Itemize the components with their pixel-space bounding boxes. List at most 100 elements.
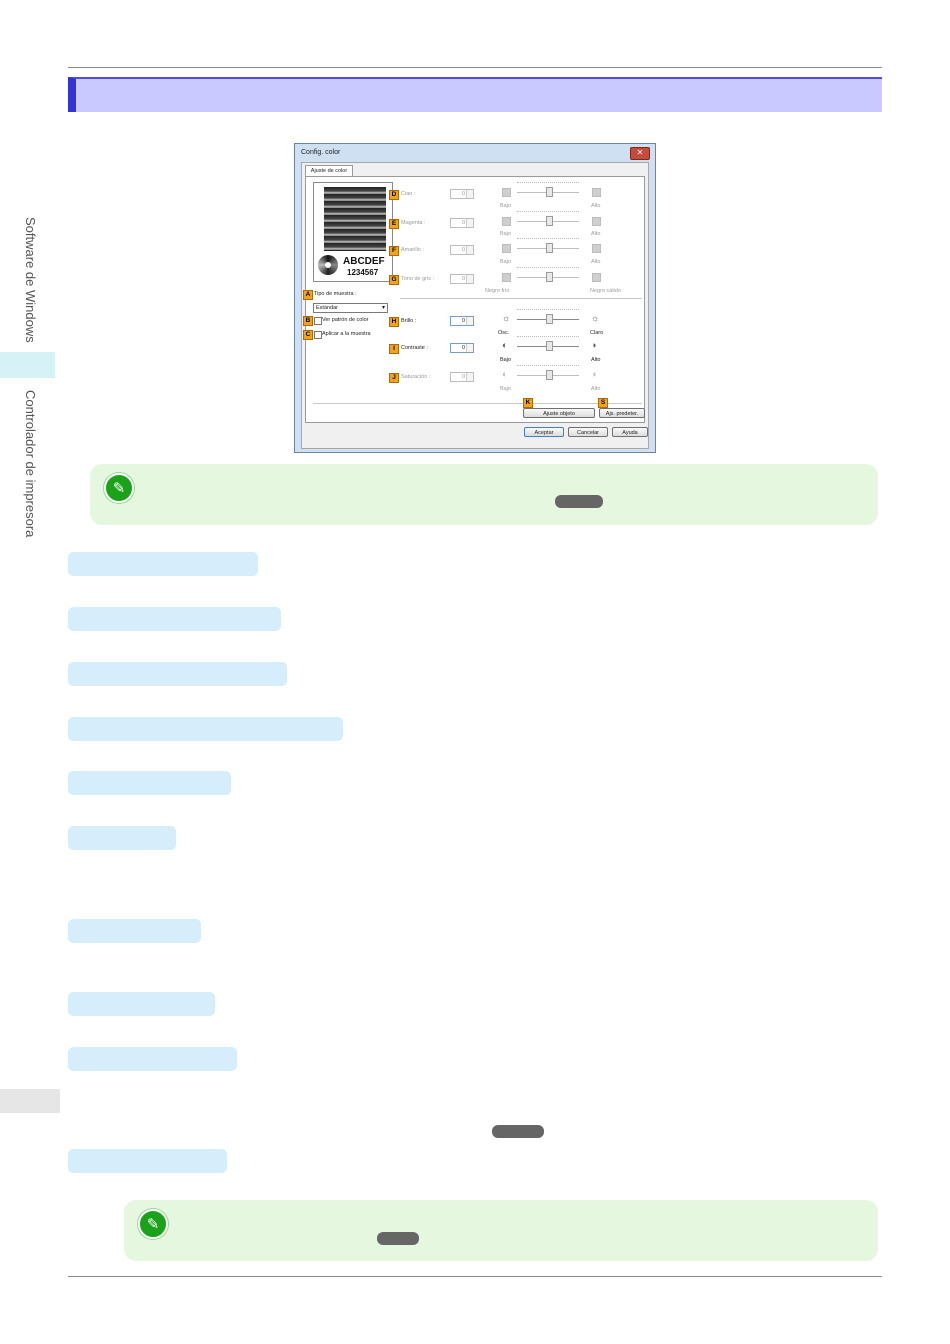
cyan-high-label: Alto: [591, 203, 601, 209]
gray-low-swatch: [502, 273, 511, 282]
yellow-low-label: Bajo: [500, 259, 512, 265]
contrast-high-label: Alto: [591, 357, 601, 363]
saturation-slider-thumb[interactable]: [546, 370, 553, 380]
saturation-spinner[interactable]: 0: [450, 372, 474, 382]
magenta-high-swatch: [592, 217, 601, 226]
bottom-divider: [313, 403, 642, 404]
item-heading-bar: [68, 1149, 227, 1173]
magenta-ticks: [517, 211, 579, 213]
side-page-tab: [0, 1089, 60, 1113]
contrast-slider-thumb[interactable]: [546, 341, 553, 351]
defaults-button[interactable]: Ajs. predeter.: [599, 408, 645, 418]
yellow-slider-thumb[interactable]: [546, 243, 553, 253]
tab-color-adjust[interactable]: Ajuste de color: [305, 165, 353, 177]
badge-s: S: [598, 398, 608, 408]
pencil-note-icon: ✎: [104, 473, 134, 503]
help-button[interactable]: Ayuda: [612, 427, 648, 437]
brightness-ticks: [517, 309, 579, 311]
magenta-high-label: Alto: [591, 231, 601, 237]
cyan-low-label: Bajo: [500, 203, 512, 209]
gray-tone-label: Tono de gris :: [401, 276, 435, 282]
badge-c: C: [303, 330, 313, 340]
contrast-label: Contraste :: [401, 345, 428, 351]
reference-badge[interactable]: [555, 495, 603, 508]
dialog-title: Config. color: [301, 149, 341, 156]
contrast-spinner[interactable]: 0: [450, 343, 474, 353]
item-heading-bar: [68, 992, 215, 1016]
show-pattern-label: Ver patrón de color: [322, 317, 369, 323]
note-box: ✎: [124, 1200, 878, 1261]
saturation-ticks: [517, 365, 579, 367]
magenta-spinner[interactable]: 0: [450, 218, 474, 228]
apply-sample-label: Aplicar a la muestra: [322, 331, 371, 337]
side-tab-marker: [0, 352, 55, 378]
warm-black-label: Negro cálido: [590, 288, 621, 294]
bottom-rule: [68, 1276, 882, 1277]
yellow-spinner[interactable]: 0: [450, 245, 474, 255]
item-heading-bar: [68, 552, 258, 576]
gray-tone-spinner[interactable]: 0: [450, 274, 474, 284]
badge-i: I: [389, 344, 399, 354]
color-adjust-panel: ABCDEF 1234567 A Tipo de muestra : Están…: [303, 176, 645, 423]
side-section-driver: Controlador de impresora: [23, 390, 38, 538]
brightness-spinner[interactable]: 0: [450, 316, 474, 326]
color-preview: ABCDEF 1234567: [313, 182, 393, 282]
dark-label: Osc.: [498, 330, 510, 336]
pencil-note-icon: ✎: [138, 1209, 168, 1239]
item-heading-bar: [68, 919, 201, 943]
show-pattern-checkbox[interactable]: [314, 317, 322, 325]
pencils-image: [324, 187, 386, 251]
dialog-body: Ajuste de color ABCDEF 1234567 A Tipo de…: [301, 162, 649, 449]
sample-type-label: Tipo de muestra :: [314, 291, 357, 297]
magenta-slider-thumb[interactable]: [546, 216, 553, 226]
brightness-slider-thumb[interactable]: [546, 314, 553, 324]
brightness-label: Brillo :: [401, 318, 417, 324]
divider: [400, 298, 642, 299]
preview-letters: ABCDEF: [343, 256, 385, 267]
yellow-ticks: [517, 238, 579, 240]
badge-h: H: [389, 317, 399, 327]
badge-a: A: [303, 290, 313, 300]
yellow-high-label: Alto: [591, 259, 601, 265]
cyan-slider-thumb[interactable]: [546, 187, 553, 197]
magenta-low-swatch: [502, 217, 511, 226]
gray-ticks: [517, 267, 579, 269]
apply-sample-checkbox[interactable]: [314, 331, 322, 339]
magenta-low-label: Bajo: [500, 231, 512, 237]
item-heading-bar: [68, 717, 343, 741]
gray-high-swatch: [592, 273, 601, 282]
cyan-spinner[interactable]: 0: [450, 189, 474, 199]
reference-badge[interactable]: [377, 1232, 419, 1245]
sun-light-icon: ☼: [591, 313, 600, 323]
yellow-low-swatch: [502, 244, 511, 253]
saturation-high-icon: ◑: [591, 369, 597, 379]
close-icon[interactable]: ✕: [630, 147, 650, 160]
magenta-label: Magenta :: [401, 220, 426, 226]
yellow-high-swatch: [592, 244, 601, 253]
badge-k: K: [523, 398, 533, 408]
color-settings-dialog: Config. color ✕ Ajuste de color ABCDEF 1…: [294, 143, 656, 453]
light-label: Claro: [590, 330, 604, 336]
note-box: ✎: [90, 464, 878, 525]
sun-dark-icon: ☼: [502, 313, 511, 323]
contrast-high-icon: ◑: [591, 340, 597, 350]
reference-badge[interactable]: [492, 1125, 544, 1138]
contrast-low-label: Bajo: [500, 357, 512, 363]
badge-j: J: [389, 373, 399, 383]
cancel-button[interactable]: Cancelar: [568, 427, 608, 437]
object-adjust-button[interactable]: Ajuste objeto: [523, 408, 595, 418]
sample-type-select[interactable]: Estándar: [313, 303, 388, 313]
badge-b: B: [303, 316, 313, 326]
saturation-low-label: Bajo: [500, 386, 512, 392]
ok-button[interactable]: Aceptar: [524, 427, 564, 437]
cyan-low-swatch: [502, 188, 511, 197]
disc-icon: [318, 255, 338, 275]
badge-g: G: [389, 275, 399, 285]
badge-f: F: [389, 246, 399, 256]
side-section-software: Software de Windows: [23, 217, 38, 343]
section-header-bar: [68, 77, 882, 112]
gray-slider-thumb[interactable]: [546, 272, 553, 282]
item-heading-bar: [68, 662, 287, 686]
item-heading-bar: [68, 1047, 237, 1071]
cyan-label: Cian :: [401, 191, 416, 197]
